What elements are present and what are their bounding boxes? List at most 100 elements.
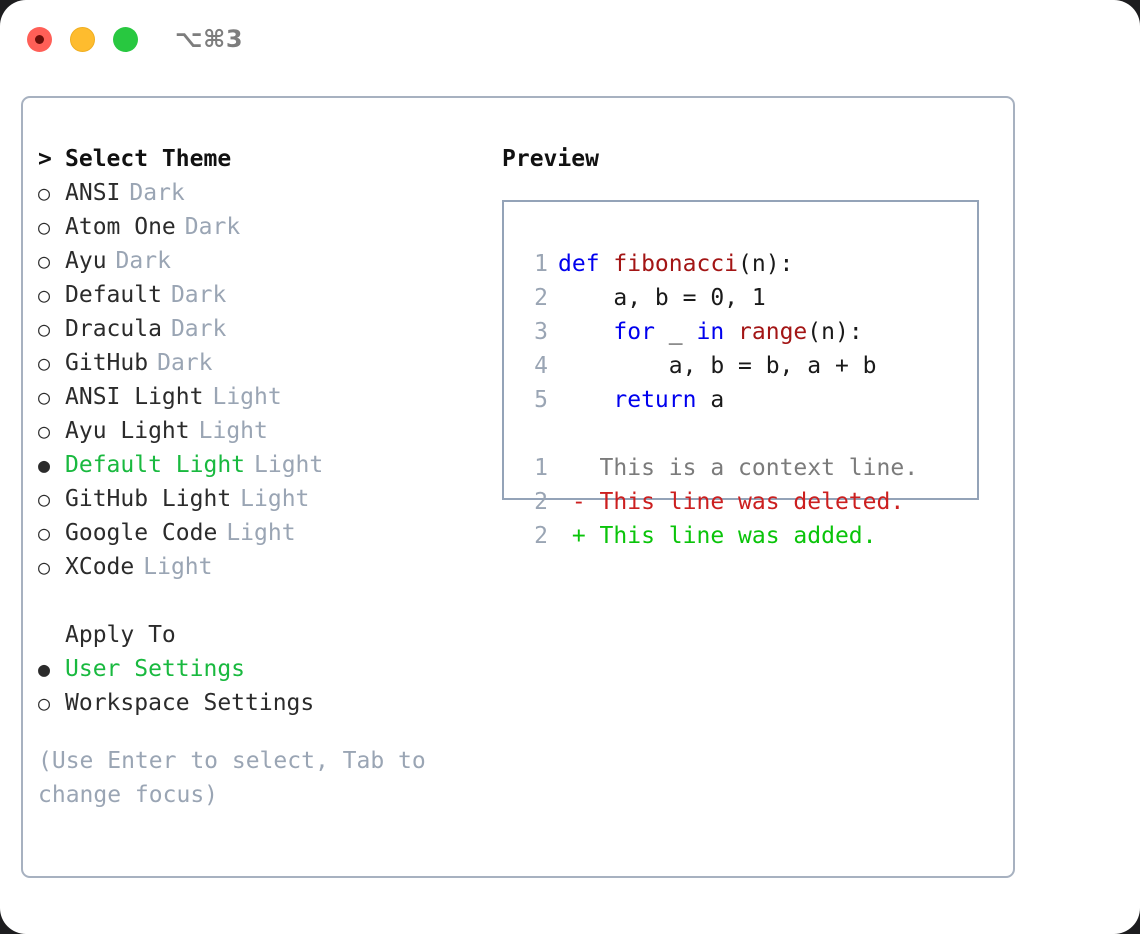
- theme-name-label: Dracula: [65, 316, 162, 342]
- theme-list-item[interactable]: ○ GitHub Dark: [38, 350, 478, 384]
- minimize-icon[interactable]: [70, 26, 95, 52]
- theme-list-item[interactable]: ○ ANSI Light Light: [38, 384, 478, 418]
- apply-to-heading-label: Apply To: [65, 622, 176, 648]
- code-line: 5 return a: [520, 383, 918, 417]
- select-theme-heading: >Select Theme: [38, 146, 478, 180]
- theme-list-item[interactable]: ○ Dracula Dark: [38, 316, 478, 350]
- radio-unselected-icon[interactable]: ○: [38, 555, 51, 579]
- code-diff-separator: [520, 417, 918, 451]
- title-bar: ⌥⌘3: [0, 0, 1140, 78]
- diff-line: 2 - This line was deleted.: [520, 485, 918, 519]
- maximize-icon[interactable]: [113, 26, 138, 52]
- code-token: a, b = 0, 1: [558, 285, 766, 311]
- code-token: for: [613, 319, 655, 345]
- theme-variant-label: Light: [226, 520, 296, 546]
- line-number: 1: [534, 251, 548, 277]
- theme-name-label: Atom One: [65, 214, 176, 240]
- line-number: 2: [534, 489, 548, 515]
- theme-name-label: ANSI Light: [65, 384, 204, 410]
- theme-variant-label: Dark: [115, 248, 171, 274]
- theme-name-label: GitHub: [65, 350, 149, 376]
- line-number: 4: [534, 353, 548, 379]
- theme-variant-label: Dark: [157, 350, 213, 376]
- line-number: 2: [534, 285, 548, 311]
- code-line: 3 for _ in range(n):: [520, 315, 918, 349]
- line-number: 1: [534, 455, 548, 481]
- apply-to-option-label: Workspace Settings: [65, 690, 315, 716]
- radio-unselected-icon[interactable]: ○: [38, 487, 51, 511]
- theme-list-item[interactable]: ○ Atom One Dark: [38, 214, 478, 248]
- radio-unselected-icon[interactable]: ○: [38, 283, 51, 307]
- code-token: [558, 387, 613, 413]
- code-line: 2 a, b = 0, 1: [520, 281, 918, 315]
- apply-to-option[interactable]: ●User Settings: [38, 656, 478, 690]
- radio-selected-icon[interactable]: ●: [38, 657, 51, 681]
- theme-name-label: ANSI: [65, 180, 121, 206]
- radio-unselected-icon[interactable]: ○: [38, 249, 51, 273]
- window-controls: [27, 26, 138, 52]
- keyboard-shortcut-label: ⌥⌘3: [175, 25, 244, 53]
- apply-to-heading-marker: [38, 622, 65, 648]
- code-token: range: [738, 319, 808, 345]
- code-token: (n):: [738, 251, 794, 277]
- line-number: 3: [534, 319, 548, 345]
- diff-line: 2 + This line was added.: [520, 519, 918, 553]
- radio-unselected-icon[interactable]: ○: [38, 521, 51, 545]
- diff-text: This line was added.: [585, 523, 877, 549]
- line-number: 5: [534, 387, 548, 413]
- theme-list-item[interactable]: ○ GitHub Light Light: [38, 486, 478, 520]
- theme-variant-label: Dark: [184, 214, 241, 240]
- theme-list-item[interactable]: ○ Google Code Light: [38, 520, 478, 554]
- theme-name-label: Ayu Light: [65, 418, 190, 444]
- code-token: _: [654, 319, 697, 345]
- radio-unselected-icon[interactable]: ○: [38, 691, 51, 715]
- code-token: a, b = b, a + b: [558, 353, 877, 379]
- preview-title: Preview: [502, 146, 599, 172]
- radio-selected-icon[interactable]: ●: [38, 453, 51, 477]
- radio-unselected-icon[interactable]: ○: [38, 181, 51, 205]
- theme-variant-label: Dark: [170, 316, 227, 342]
- theme-variant-label: Light: [240, 486, 310, 512]
- line-number: 2: [534, 523, 548, 549]
- diff-marker: -: [558, 489, 586, 515]
- theme-variant-label: Light: [143, 554, 213, 580]
- apply-to-option[interactable]: ○ Workspace Settings: [38, 690, 478, 724]
- theme-list-item[interactable]: ○ ANSI Dark: [38, 180, 478, 214]
- apply-to-heading: Apply To: [38, 622, 478, 656]
- radio-unselected-icon[interactable]: ○: [38, 419, 51, 443]
- diff-line: 1 This is a context line.: [520, 451, 918, 485]
- theme-name-label: Google Code: [65, 520, 218, 546]
- radio-unselected-icon[interactable]: ○: [38, 215, 51, 239]
- code-token: (n):: [807, 319, 863, 345]
- theme-name-label: XCode: [65, 554, 135, 580]
- code-token: in: [696, 319, 725, 345]
- list-spacer: [38, 588, 478, 622]
- code-token: def: [558, 251, 614, 277]
- code-token: return: [613, 387, 697, 413]
- theme-name-label: GitHub Light: [65, 486, 232, 512]
- diff-marker: +: [558, 523, 586, 549]
- theme-variant-label: Dark: [129, 180, 185, 206]
- code-line: 1 def fibonacci(n):: [520, 247, 918, 281]
- select-theme-heading-label: Select Theme: [65, 146, 232, 172]
- code-token: [558, 319, 613, 345]
- radio-unselected-icon[interactable]: ○: [38, 351, 51, 375]
- theme-variant-label: Light: [212, 384, 282, 410]
- close-icon[interactable]: [27, 26, 52, 52]
- code-token: fibonacci: [613, 251, 739, 277]
- code-token: [724, 319, 738, 345]
- theme-name-label: Default Light: [65, 452, 246, 478]
- theme-list-item[interactable]: ○ XCode Light: [38, 554, 478, 588]
- radio-unselected-icon[interactable]: ○: [38, 385, 51, 409]
- diff-marker: [558, 455, 586, 481]
- radio-unselected-icon[interactable]: ○: [38, 317, 51, 341]
